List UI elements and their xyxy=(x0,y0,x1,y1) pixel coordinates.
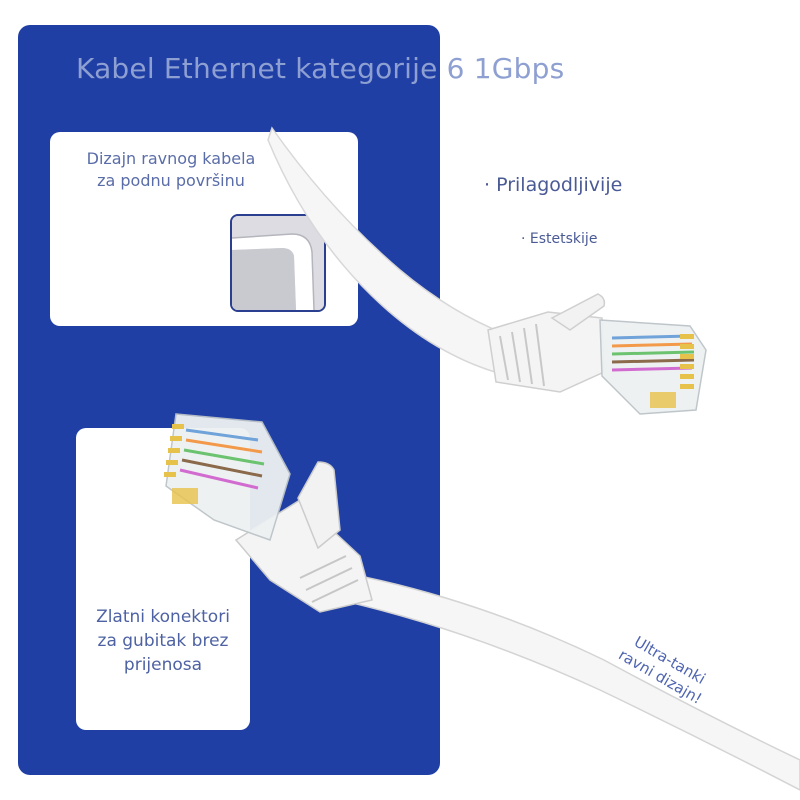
flat-cable-feature-card: Dizajn ravnog kabela za podnu površinu xyxy=(50,132,358,326)
flat-cable-cross-section-image xyxy=(230,214,326,312)
aesthetic-bullet: · Estetskije xyxy=(521,231,598,247)
gold-connectors-feature-text: Zlatni konektori za gubitak brez prijeno… xyxy=(96,607,230,675)
adaptable-bullet: · Prilagodljivije xyxy=(484,174,623,196)
product-title: Kabel Ethernet kategorije 6 1Gbps xyxy=(76,52,565,85)
flat-cable-feature-text: Dizajn ravnog kabela za podnu površinu xyxy=(86,149,256,190)
